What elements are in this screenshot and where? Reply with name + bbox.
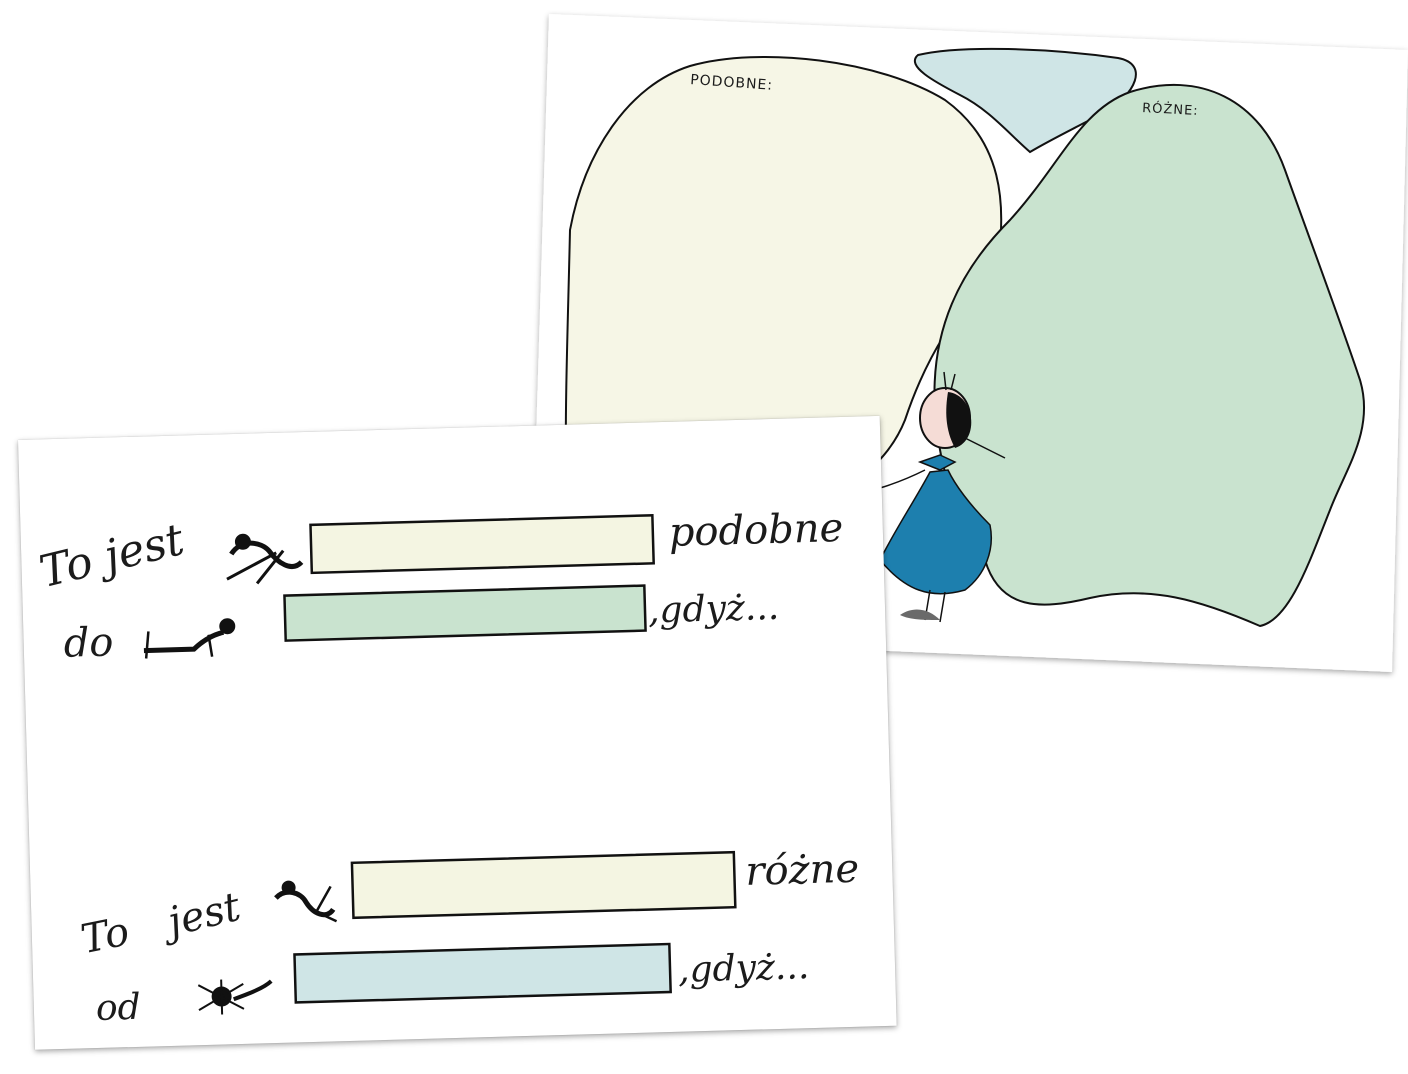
line2-second-suffix: ,gdyż... — [677, 946, 809, 991]
different-label: RÓŻNE: — [1142, 100, 1199, 119]
different-box-2 — [294, 944, 670, 1002]
similar-blob — [566, 57, 1001, 470]
different-box-1 — [352, 852, 735, 918]
line1-suffix: podobne — [668, 505, 844, 556]
line2-prefix-to: To — [77, 909, 133, 964]
small-blob — [915, 49, 1136, 152]
line1-second-suffix: ,gdyż... — [647, 587, 779, 632]
front-card: To jest podobne do ,gdyż... To jest różn… — [18, 416, 897, 1050]
girl-figure — [880, 372, 1005, 622]
cat-icon — [226, 532, 302, 584]
cat-icon-2 — [275, 879, 336, 923]
front-card-drawing: To jest podobne do ,gdyż... To jest różn… — [18, 416, 897, 1050]
line2-prefix-jest: jest — [156, 884, 246, 948]
line1-second-prefix: do — [63, 619, 114, 666]
different-blob — [934, 85, 1364, 626]
spider-cat-icon — [198, 978, 272, 1015]
similar-box-2 — [284, 586, 645, 641]
line2-suffix: różne — [745, 846, 860, 895]
dog-icon — [143, 618, 236, 659]
similar-label: PODOBNE: — [690, 72, 774, 94]
line1-prefix: To jest — [35, 514, 190, 598]
similar-box-1 — [310, 515, 653, 573]
line2-second-prefix: od — [95, 987, 141, 1029]
